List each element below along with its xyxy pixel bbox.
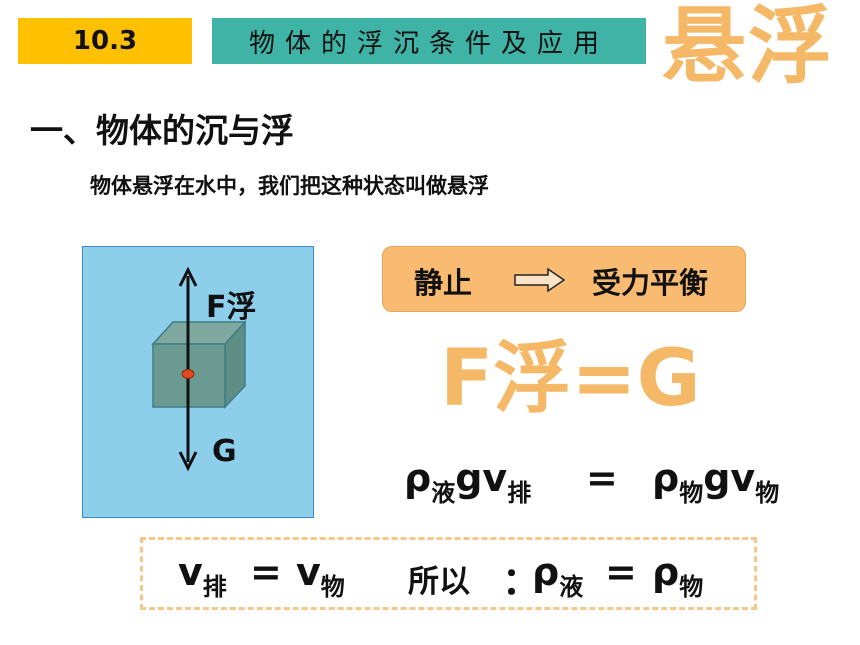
rho-symbol: ρ xyxy=(532,550,560,594)
gravity-arrow-head xyxy=(178,451,198,472)
subscript: 液 xyxy=(559,573,584,601)
equals-sign: = xyxy=(250,550,282,594)
definition-text: 物体悬浮在水中，我们把这种状态叫做悬浮 xyxy=(90,174,489,198)
topic-word: 悬浮 xyxy=(662,0,835,95)
subscript: 物 xyxy=(679,479,704,507)
v-object: v物 xyxy=(296,550,345,602)
buoyancy-arrow-head xyxy=(178,266,198,287)
v-symbol: v xyxy=(178,550,203,594)
formula-right: ρ物gv物 xyxy=(652,456,779,508)
v-displaced: v排 xyxy=(178,550,227,602)
gv-symbol: gv xyxy=(455,456,508,500)
buoyancy-label: F浮 xyxy=(206,290,257,325)
page-heading: 一、物体的沉与浮 xyxy=(30,111,294,150)
subscript: 排 xyxy=(507,479,532,507)
subscript: 排 xyxy=(202,573,227,601)
gravity-label: G xyxy=(212,434,237,469)
section-title: 物体的浮沉条件及应用 xyxy=(212,18,646,64)
state-label: 静止 xyxy=(414,266,473,300)
subscript: 物 xyxy=(679,573,704,601)
equals-sign: = xyxy=(605,550,637,594)
implies-arrow-icon xyxy=(514,267,566,293)
conclusion-box xyxy=(140,537,757,610)
center-of-mass-dot xyxy=(181,369,195,379)
rho-symbol: ρ xyxy=(652,550,680,594)
formula-equals: = xyxy=(586,456,618,500)
subscript: 物 xyxy=(755,479,780,507)
colon: ： xyxy=(502,559,541,603)
gv-symbol: gv xyxy=(703,456,756,500)
suspended-cube-diagram xyxy=(151,266,247,472)
therefore-label: 所以 xyxy=(408,564,470,600)
rho-object: ρ物 xyxy=(652,550,703,602)
subscript: 液 xyxy=(431,479,456,507)
formula-left: ρ液gv排 xyxy=(404,456,531,508)
v-symbol: v xyxy=(296,550,321,594)
rho-liquid: ρ液 xyxy=(532,550,583,602)
balance-box xyxy=(382,246,746,312)
rho-symbol: ρ xyxy=(652,456,680,500)
force-equation: F浮=G xyxy=(440,334,701,424)
subscript: 物 xyxy=(320,573,345,601)
result-label: 受力平衡 xyxy=(592,266,709,300)
rho-symbol: ρ xyxy=(404,456,432,500)
section-number: 10.3 xyxy=(18,18,192,64)
